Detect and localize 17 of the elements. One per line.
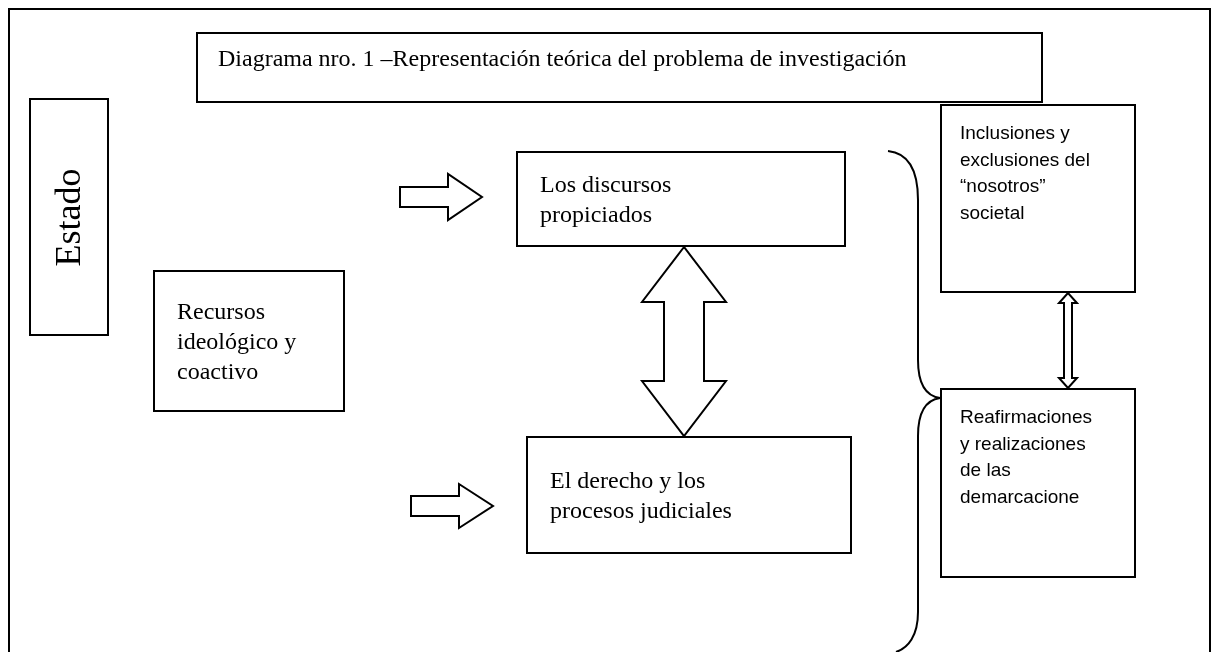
block-arrow [1056,291,1080,390]
box-text: Los discursos propiciados [540,170,673,229]
diagram-title: Diagrama nro. 1 –Representación teórica del problema de investigación [218,44,908,73]
text-box [516,151,846,247]
text-box [526,436,852,554]
text-box [940,388,1136,578]
block-arrow [639,245,729,438]
text-box [153,270,345,412]
box-text: Reafirmaciones y realizaciones de las demarcacione [960,405,1093,509]
box-text: Estado [47,168,90,266]
box-text: Inclusiones y exclusiones del “nosotros” societal [960,121,1091,225]
box-text: El derecho y los procesos judiciales [550,466,733,525]
label-box [29,98,109,336]
text-box [940,104,1136,293]
block-arrow [410,482,495,530]
box-text: Recursos ideológico y coactivo [177,297,298,386]
block-arrow [399,172,484,222]
